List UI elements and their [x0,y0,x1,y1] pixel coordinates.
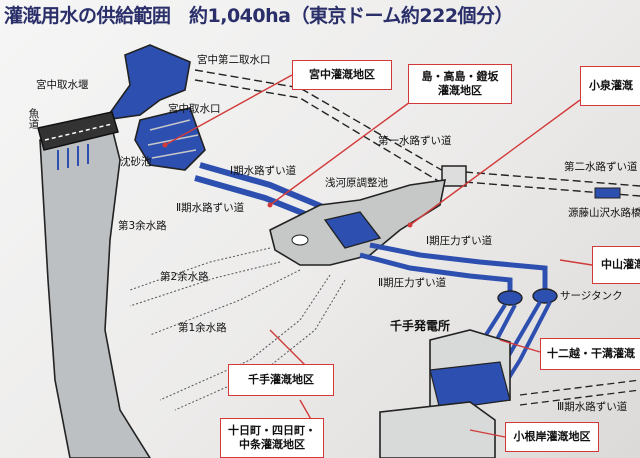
asagawara-intake [323,211,382,249]
callout-koizumi-area-text: 小泉灌漑 [589,79,633,93]
plant-outflow [429,361,511,411]
callout-tokamachi-area: 十日町・四日町・ 中条灌漑地区 [220,418,324,458]
intake-reservoir [103,44,191,122]
callout-senju-area-text: 千手灌漑地区 [248,373,314,387]
phase1-water-tunnel [199,162,332,213]
callout-junikoshi-area: 十二越・干溝灌漑 [540,338,640,370]
label-gentouyama: 源藤山沢水路橋 [568,207,640,219]
settling-pond-structure [134,107,206,171]
river [39,119,151,458]
label-senju-plant: 千手発電所 [390,319,451,333]
callout-nakayama-area: 中山灌漑 [592,246,640,284]
label-tunnel-2: 第二水路ずい道 [564,161,638,173]
callout-shima-area-line2: 灌漑地区 [438,84,482,97]
page-title: 灌漑用水の供給範囲 約1,040ha（東京ドーム約222個分） [4,5,514,27]
label-spillway-1: 第1余水路 [178,322,227,334]
callout-koizumi-area: 小泉灌漑 [580,66,640,106]
phase3-tunnel-line [519,379,640,396]
label-phase3-tunnel: Ⅲ期水路ずい道 [557,401,628,413]
callout-miyanaka-area-text: 宮中灌漑地区 [309,68,375,82]
callout-nakayama-area-text: 中山灌漑 [601,258,640,272]
label-miyanaka-intake: 宮中取水口 [168,103,221,115]
label-spillway-2: 第2余水路 [160,271,209,283]
gentouyama-aqueduct [594,187,621,199]
first-tunnel-line [194,69,446,173]
label-asagawara: 浅河原調整池 [325,177,388,189]
junction-box [441,165,467,187]
fishway-flow [57,144,89,170]
label-phase1-tunnel: Ⅰ期水路ずい道 [230,165,297,177]
callout-koneggishi-area-text: 小根岸灌漑地区 [513,430,591,444]
spillway-3-line [129,247,271,291]
callout-miyanaka-area: 宮中灌漑地区 [292,60,392,90]
label-phase2-tunnel: Ⅱ期水路ずい道 [176,202,245,214]
phase2-penstock [359,252,513,300]
plant-building [379,401,496,458]
label-tunnel-1: 第一水路ずい道 [378,135,452,147]
callout-senju-area: 千手灌漑地区 [228,364,334,396]
label-spillway-3: 第3余水路 [118,220,167,232]
label-miyanaka-weir: 宮中取水堰 [36,79,89,91]
label-phase2-penstock: Ⅱ期圧力ずい道 [378,277,447,289]
label-miyanaka-intake2: 宮中第二取水口 [197,54,271,66]
callout-tokamachi-line2: 中条灌漑地区 [239,438,305,451]
callout-tokamachi-line1: 十日町・四日町・ [228,424,316,438]
surge-tanks [497,288,558,306]
callout-junikoshi-area-text: 十二越・干溝灌漑 [547,347,635,361]
label-fishway: 魚道 [27,108,40,129]
miyanaka-weir [37,111,119,151]
callout-shima-area-line1: 島・高島・鐙坂 [421,70,499,84]
label-phase1-penstock: Ⅰ期圧力ずい道 [426,235,493,247]
label-surge-tank: サージタンク [560,290,623,302]
callout-koneggishi-area: 小根岸灌漑地区 [505,422,599,452]
label-settling-pond: 沈砂池 [120,156,152,168]
second-tunnel-line [464,171,640,187]
phase1-penstock [369,242,548,295]
callout-shima-area: 島・高島・鐙坂 灌漑地区 [408,64,512,104]
